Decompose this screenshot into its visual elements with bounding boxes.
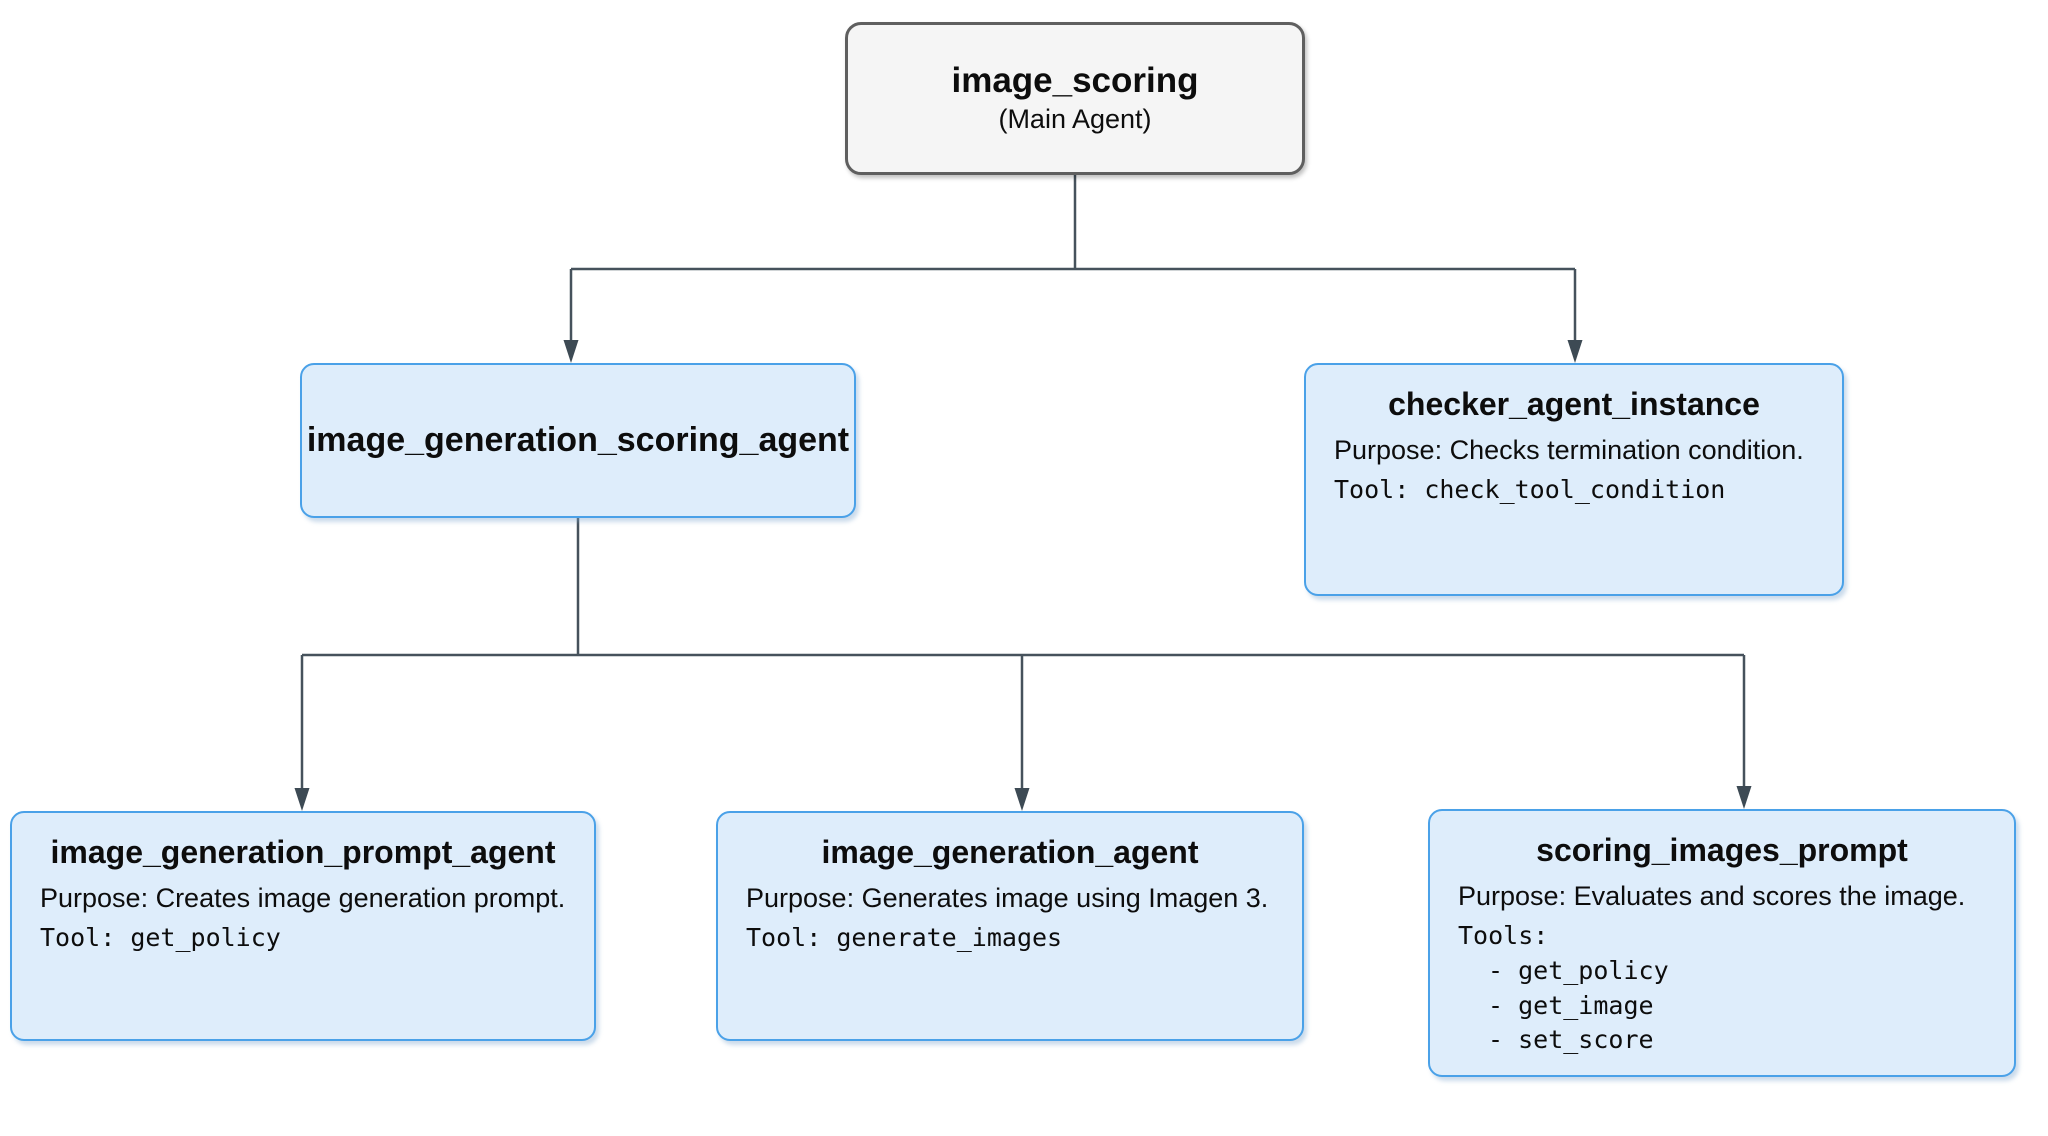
node-scoring-images-prompt-purpose: Purpose: Evaluates and scores the image. [1458,881,1966,912]
node-image-generation-agent-purpose: Purpose: Generates image using Imagen 3. [746,883,1269,914]
arrowhead-scoring-images-prompt [1736,786,1752,809]
node-image-generation-prompt-agent: image_generation_prompt_agent Purpose: C… [10,811,596,1041]
node-image-scoring-subtitle: (Main Agent) [998,103,1152,134]
arrowhead-checker-agent-instance [1567,340,1583,363]
node-checker-agent-instance: checker_agent_instance Purpose: Checks t… [1304,363,1844,596]
arrowhead-image-generation-agent [1014,788,1030,811]
tools-label: Tools: [1458,920,1549,950]
node-image-generation-prompt-agent-tool: Tool: get_policy [40,919,566,957]
tool-name: get_policy [130,922,281,952]
arrowhead-image-generation-scoring-agent [563,340,579,363]
tool-list-item: - get_image [1488,990,1654,1020]
node-image-generation-prompt-agent-purpose: Purpose: Creates image generation prompt… [40,883,566,914]
node-checker-agent-instance-title: checker_agent_instance [1388,386,1760,422]
tool-name: check_tool_condition [1424,474,1726,504]
node-image-scoring-title: image_scoring [951,60,1199,100]
node-image-generation-prompt-agent-title: image_generation_prompt_agent [50,834,556,870]
tool-label: Tool: [40,922,116,952]
node-checker-agent-instance-purpose: Purpose: Checks termination condition. [1334,435,1804,466]
tool-list-item: - set_score [1488,1025,1654,1055]
arrowhead-image-generation-prompt-agent [294,788,310,811]
tool-list-item: - get_policy [1488,956,1669,986]
node-image-generation-scoring-agent-title: image_generation_scoring_agent [306,421,850,459]
node-image-generation-scoring-agent: image_generation_scoring_agent [300,363,856,518]
tool-label: Tool: [746,922,822,952]
tool-label: Tool: [1334,474,1410,504]
node-image-generation-agent-title: image_generation_agent [821,834,1199,870]
node-image-scoring: image_scoring (Main Agent) [845,22,1305,175]
node-scoring-images-prompt-title: scoring_images_prompt [1536,832,1908,868]
tool-name: generate_images [836,922,1063,952]
node-checker-agent-instance-tool: Tool: check_tool_condition [1334,471,1814,509]
node-image-generation-agent: image_generation_agent Purpose: Generate… [716,811,1304,1041]
node-image-generation-agent-tool: Tool: generate_images [746,919,1274,957]
node-scoring-images-prompt: scoring_images_prompt Purpose: Evaluates… [1428,809,2016,1077]
